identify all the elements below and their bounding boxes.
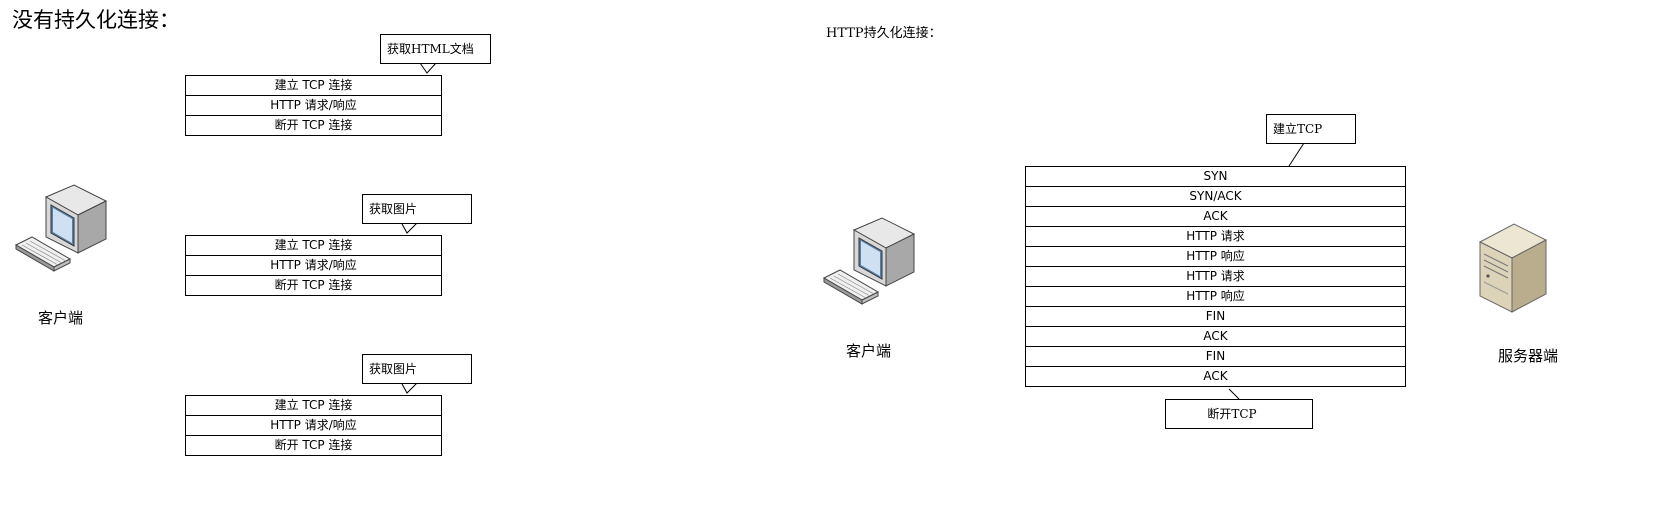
callout-close-tcp: 断开TCP [1165, 399, 1313, 429]
server-label: 服务器端 [1498, 347, 1559, 365]
stack-row: FIN [1026, 347, 1405, 367]
callout-get-image: 获取图片 [362, 354, 472, 384]
stack-row: SYN [1026, 167, 1405, 187]
stack-row: HTTP 请求/响应 [186, 416, 441, 436]
right-client-label: 客户端 [846, 342, 892, 360]
stack-row: 断开 TCP 连接 [274, 278, 353, 292]
stack-row: HTTP 请求/响应 [186, 256, 441, 276]
callout-establish-tcp: 建立TCP [1266, 114, 1356, 144]
stack-row: FIN [1026, 307, 1405, 327]
stack-row: HTTP 请求 [1026, 267, 1405, 287]
stack-row: HTTP 请求/响应 [186, 96, 441, 116]
left-request-stack-1: 建立 TCP 连接 HTTP 请求/响应 断开 TCP 连接 [185, 75, 442, 136]
persistent-packet-stack: SYN SYN/ACK ACK HTTP 请求 HTTP 响应 HTTP 请求 … [1025, 166, 1406, 387]
left-request-stack-3: 建立 TCP 连接 HTTP 请求/响应 断开 TCP 连接 [185, 395, 442, 456]
stack-row: HTTP 响应 [1026, 287, 1405, 307]
stack-row: ACK [1026, 207, 1405, 227]
left-request-stack-2: 建立 TCP 连接 HTTP 请求/响应 断开 TCP 连接 [185, 235, 442, 296]
computer-icon [822, 216, 918, 310]
right-title: HTTP持久化连接： [826, 26, 942, 41]
stack-row: HTTP 请求 [1026, 227, 1405, 247]
stack-row: 建立 TCP 连接 [186, 396, 441, 416]
left-title: 没有持久化连接： [12, 8, 180, 32]
left-client-label: 客户端 [38, 309, 84, 327]
stack-row: 断开 TCP 连接 [274, 438, 353, 452]
callout-get-html: 获取HTML文档 [380, 34, 491, 64]
stack-row: HTTP 响应 [1026, 247, 1405, 267]
stack-row: ACK [1026, 327, 1405, 347]
stack-row: 建立 TCP 连接 [186, 76, 441, 96]
stack-row: ACK [1203, 369, 1228, 383]
stack-row: 断开 TCP 连接 [274, 118, 353, 132]
callout-get-image: 获取图片 [362, 194, 472, 224]
stack-row: SYN/ACK [1026, 187, 1405, 207]
server-icon [1476, 220, 1548, 316]
stack-row: 建立 TCP 连接 [186, 236, 441, 256]
computer-icon [14, 183, 110, 277]
